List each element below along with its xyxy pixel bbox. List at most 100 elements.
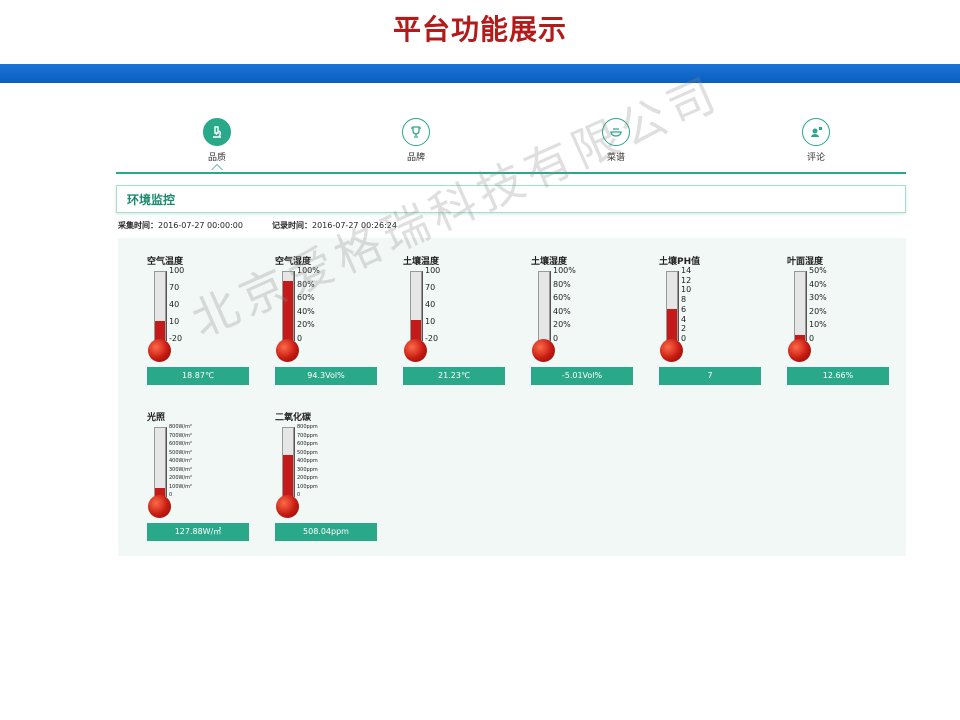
blue-banner: [0, 64, 960, 83]
scale-tick-label: 10: [169, 317, 180, 326]
gauge-title: 光照: [147, 413, 166, 423]
thermometer-fill: [411, 319, 421, 344]
record-time-label: 记录时间：: [272, 221, 312, 230]
thermometer-scale: 100 70 40 10 -20: [166, 267, 184, 343]
bowl-icon: [602, 118, 630, 146]
gauge-value: -5.01Vol%: [531, 367, 633, 385]
gauge-value: 12.66%: [787, 367, 889, 385]
thermometer-tube: [154, 271, 166, 344]
tab-label: 评论: [806, 153, 825, 163]
thermometer-bulb: [276, 339, 299, 362]
scale-tick-label: 30%: [809, 293, 827, 303]
scale-tick-label: 300ppm: [297, 466, 318, 473]
tab-quality[interactable]: 品质: [187, 118, 247, 163]
tab-brand[interactable]: 品牌: [386, 118, 446, 163]
scale-tick-label: 60%: [297, 293, 315, 303]
thermometer-fill: [283, 280, 293, 344]
gauge-title: 空气温度: [147, 257, 184, 267]
scale-tick-label: 50%: [809, 266, 827, 275]
time-bar: 采集时间：2016-07-27 00:00:00 记录时间：2016-07-27…: [118, 220, 397, 231]
scale-tick-label: 100%: [553, 266, 576, 275]
gauge-title: 土壤PH值: [659, 257, 701, 267]
thermometer-tube: [154, 427, 166, 500]
scale-tick-label: 100: [169, 266, 185, 275]
scale-tick-label: 0: [681, 334, 687, 343]
scale-tick-label: 20%: [297, 320, 315, 330]
scale-tick-label: 10%: [809, 320, 827, 330]
thermometer-bulb: [532, 339, 555, 362]
scale-tick-label: 0: [297, 334, 303, 343]
scale-tick-label: 500W/m²: [169, 449, 193, 456]
gauge-value: 508.04ppm: [275, 523, 377, 541]
scale-tick-label: 40%: [297, 306, 315, 316]
scale-tick-label: 100%: [297, 266, 320, 275]
scale-tick-label: 100W/m²: [169, 483, 193, 490]
thermometer-tube: [538, 271, 550, 344]
active-tab-caret: [211, 164, 223, 170]
scale-tick-label: 10: [425, 317, 436, 326]
scale-tick-label: 0: [553, 334, 559, 343]
scale-tick-label: 40%: [809, 279, 827, 289]
scale-tick-label: 12: [681, 275, 692, 285]
scale-tick-label: 100ppm: [297, 483, 318, 490]
scale-tick-label: 70: [425, 283, 436, 292]
gauge-title: 土壤湿度: [531, 257, 568, 267]
scale-tick-label: 70: [169, 283, 180, 292]
tab-comment[interactable]: 评论: [786, 118, 846, 163]
gauge-title: 叶面湿度: [787, 257, 824, 267]
thermometer-bulb: [148, 495, 171, 518]
gauge-value: 21.23℃: [403, 367, 505, 385]
record-time-value: 2016-07-27 00:26:24: [312, 221, 397, 230]
thermometer-tube: [410, 271, 422, 344]
thermometer-bulb: [148, 339, 171, 362]
tab-recipe[interactable]: 菜谱: [586, 118, 646, 163]
microscope-icon: [203, 118, 231, 146]
user-comment-icon: [802, 118, 830, 146]
scale-tick-label: 2: [681, 324, 687, 334]
scale-tick-label: 800ppm: [297, 424, 318, 430]
scale-tick-label: 4: [681, 314, 687, 324]
scale-tick-label: 20%: [553, 320, 571, 330]
thermometer-scale: 50%40%30%20%10%0: [806, 267, 827, 343]
scale-tick-label: 800W/m²: [169, 424, 193, 430]
trophy-icon: [402, 118, 430, 146]
scale-tick-label: -20: [169, 334, 183, 343]
thermometer-bulb: [276, 495, 299, 518]
scale-tick-label: 400W/m²: [169, 458, 193, 464]
scale-tick-label: 80%: [297, 279, 315, 289]
collect-time-label: 采集时间：: [118, 221, 158, 230]
scale-tick-label: 14: [681, 266, 692, 275]
thermometer-scale: 100% 80% 60% 40% 20% 0: [294, 267, 320, 343]
section-title: 环境监控: [127, 193, 176, 207]
gauge-value: 94.3Vol%: [275, 367, 377, 385]
gauge-value: 7: [659, 367, 761, 385]
thermometer-bulb: [660, 339, 683, 362]
thermometer-tube: [794, 271, 806, 344]
scale-tick-label: 0: [297, 492, 301, 498]
thermometer-bulb: [788, 339, 811, 362]
scale-tick-label: 10: [681, 285, 692, 295]
thermometer-tube: [282, 271, 294, 344]
scale-tick-label: 700W/m²: [169, 432, 193, 439]
scale-tick-label: 200ppm: [297, 475, 318, 481]
thermometer-fill: [667, 308, 677, 344]
scale-tick-label: 200W/m²: [169, 475, 193, 481]
scale-tick-label: 600W/m²: [169, 441, 193, 447]
scale-tick-label: -20: [425, 334, 439, 343]
scale-tick-label: 80%: [553, 279, 571, 289]
scale-tick-label: 40: [169, 300, 180, 309]
scale-tick-label: 20%: [809, 306, 827, 316]
scale-tick-label: 100: [425, 266, 441, 275]
tab-label: 品牌: [406, 153, 425, 163]
slide-title: 平台功能展示: [392, 13, 567, 46]
thermometer-scale: 100%80%60%40%20%0: [550, 267, 576, 343]
